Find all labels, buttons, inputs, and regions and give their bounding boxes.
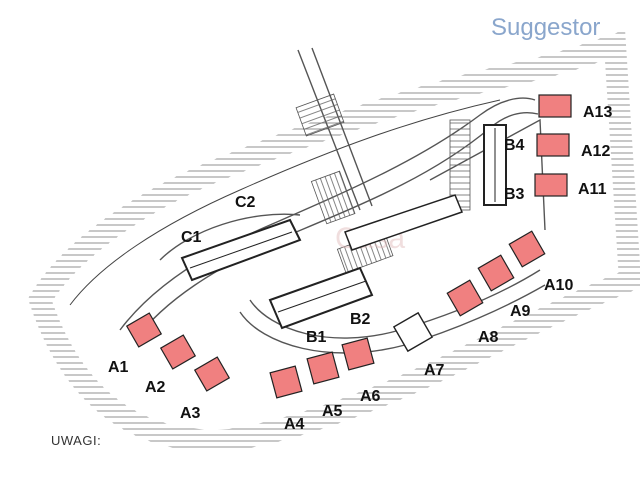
plot-A7[interactable]: [392, 311, 434, 353]
label-A10: A10: [544, 277, 573, 294]
building-b: [268, 194, 463, 330]
plot-A4[interactable]: [269, 365, 303, 399]
label-A6: A6: [360, 388, 381, 405]
label-A9: A9: [510, 303, 531, 320]
parking-areas: [295, 93, 471, 274]
label-A11: A11: [578, 181, 607, 198]
label-B4: B4: [504, 137, 525, 154]
plot-A2[interactable]: [159, 334, 197, 370]
plot-A13[interactable]: [538, 94, 572, 118]
label-A12: A12: [581, 143, 610, 160]
label-A5: A5: [322, 403, 343, 420]
notes-label: UWAGI:: [51, 433, 102, 448]
label-C1: C1: [181, 229, 202, 246]
plot-A9[interactable]: [477, 254, 515, 292]
label-B2: B2: [350, 311, 371, 328]
label-A4: A4: [284, 416, 305, 433]
plot-A11[interactable]: [534, 173, 568, 197]
label-B1: B1: [306, 329, 327, 346]
label-A2: A2: [145, 379, 166, 396]
label-A7: A7: [424, 362, 445, 379]
label-A3: A3: [180, 405, 201, 422]
building-c: [180, 218, 302, 282]
plot-A12[interactable]: [536, 133, 570, 157]
plot-A10[interactable]: [508, 230, 546, 268]
label-A13: A13: [583, 104, 612, 121]
plot-A1[interactable]: [125, 312, 163, 348]
plot-A5[interactable]: [306, 351, 340, 385]
brand-logo-text: Suggestor: [491, 14, 601, 41]
plot-A6[interactable]: [341, 337, 375, 371]
plot-A3[interactable]: [193, 356, 231, 392]
building-b3-b4: [483, 124, 507, 206]
label-C2: C2: [235, 194, 256, 211]
label-B3: B3: [504, 186, 525, 203]
label-A8: A8: [478, 329, 499, 346]
perimeter-band: [27, 30, 640, 452]
plot-A8[interactable]: [446, 279, 484, 317]
label-A1: A1: [108, 359, 129, 376]
